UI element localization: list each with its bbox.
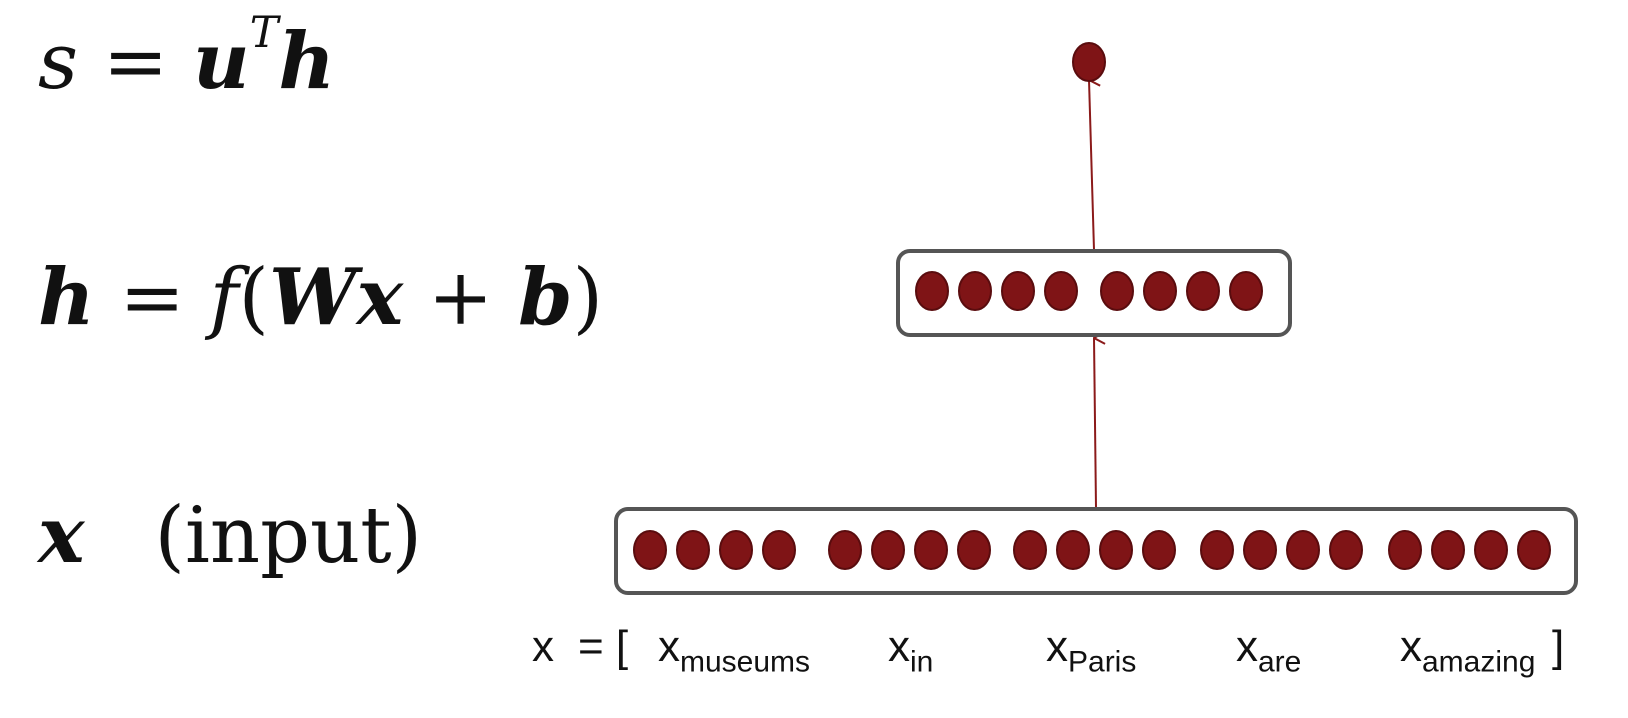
input-to-hidden-arrow	[1094, 338, 1096, 509]
input-node	[1013, 530, 1047, 570]
hidden-node	[1001, 271, 1035, 311]
word-vector-are: xare	[1236, 622, 1301, 680]
input-node	[1474, 530, 1508, 570]
input-node	[1056, 530, 1090, 570]
word-vector-in: xin	[888, 622, 933, 680]
transpose-superscript: T	[249, 8, 279, 58]
hidden-node	[958, 271, 992, 311]
input-node	[1388, 530, 1422, 570]
hidden-nodes	[915, 271, 1263, 311]
input-node	[828, 530, 862, 570]
vector-x-label: x	[532, 622, 554, 671]
input-layer-box	[614, 507, 1578, 595]
close-paren: )	[572, 253, 604, 343]
input-description: (input)	[154, 491, 423, 581]
word-vector-base: x	[888, 622, 910, 671]
input-node	[914, 530, 948, 570]
word-vector-subscript: Paris	[1068, 645, 1137, 679]
input-node	[871, 530, 905, 570]
hidden-node	[1186, 271, 1220, 311]
input-node	[1286, 530, 1320, 570]
activation-f: f	[209, 253, 239, 343]
hidden-layer-box	[896, 249, 1292, 337]
equals-sign: =	[102, 16, 169, 107]
equals-sign: =	[119, 253, 185, 343]
input-node	[1200, 530, 1234, 570]
score-equation: s = uTh	[38, 8, 335, 107]
weight-matrix-w: W	[268, 252, 357, 343]
hidden-node	[915, 271, 949, 311]
input-node	[676, 530, 710, 570]
weight-vector-u: u	[192, 15, 250, 107]
hidden-symbol: h	[38, 252, 95, 343]
input-node	[1099, 530, 1133, 570]
open-paren: (	[238, 253, 269, 343]
hidden-vector-h: h	[278, 15, 336, 107]
input-node	[1431, 530, 1465, 570]
input-symbol: x	[38, 490, 85, 581]
hidden-to-output-arrow	[1089, 80, 1094, 251]
word-vector-subscript: museums	[680, 645, 811, 679]
hidden-node	[1143, 271, 1177, 311]
hidden-equation: h = f(Wx + b)	[38, 252, 603, 343]
input-equation: x (input)	[38, 490, 422, 581]
input-node	[762, 530, 796, 570]
word-vector-base: x	[1046, 622, 1068, 671]
word-vector-subscript: are	[1258, 645, 1302, 679]
input-node	[957, 530, 991, 570]
hidden-node	[1044, 271, 1078, 311]
word-vector-museums: xmuseums	[658, 622, 810, 680]
plus-sign: +	[427, 253, 494, 343]
input-node	[719, 530, 753, 570]
word-vector-paris: xParis	[1046, 622, 1136, 680]
bias-b: b	[518, 252, 573, 343]
input-node	[633, 530, 667, 570]
input-nodes	[633, 530, 1551, 570]
hidden-node	[1229, 271, 1263, 311]
hidden-node	[1100, 271, 1134, 311]
word-vector-amazing: xamazing	[1400, 622, 1535, 680]
word-vector-subscript: in	[910, 645, 934, 679]
output-node	[1072, 42, 1106, 82]
score-symbol: s	[38, 16, 79, 107]
close-bracket: ]	[1552, 622, 1565, 671]
word-vector-subscript: amazing	[1422, 645, 1536, 679]
input-node	[1243, 530, 1277, 570]
word-vector-base: x	[1400, 622, 1422, 671]
input-node	[1329, 530, 1363, 570]
word-vector-base: x	[1236, 622, 1258, 671]
word-vector-base: x	[658, 622, 680, 671]
input-vector-x: x	[356, 252, 404, 343]
equals-open-bracket: = [	[578, 622, 629, 671]
input-node	[1142, 530, 1176, 570]
input-node	[1517, 530, 1551, 570]
